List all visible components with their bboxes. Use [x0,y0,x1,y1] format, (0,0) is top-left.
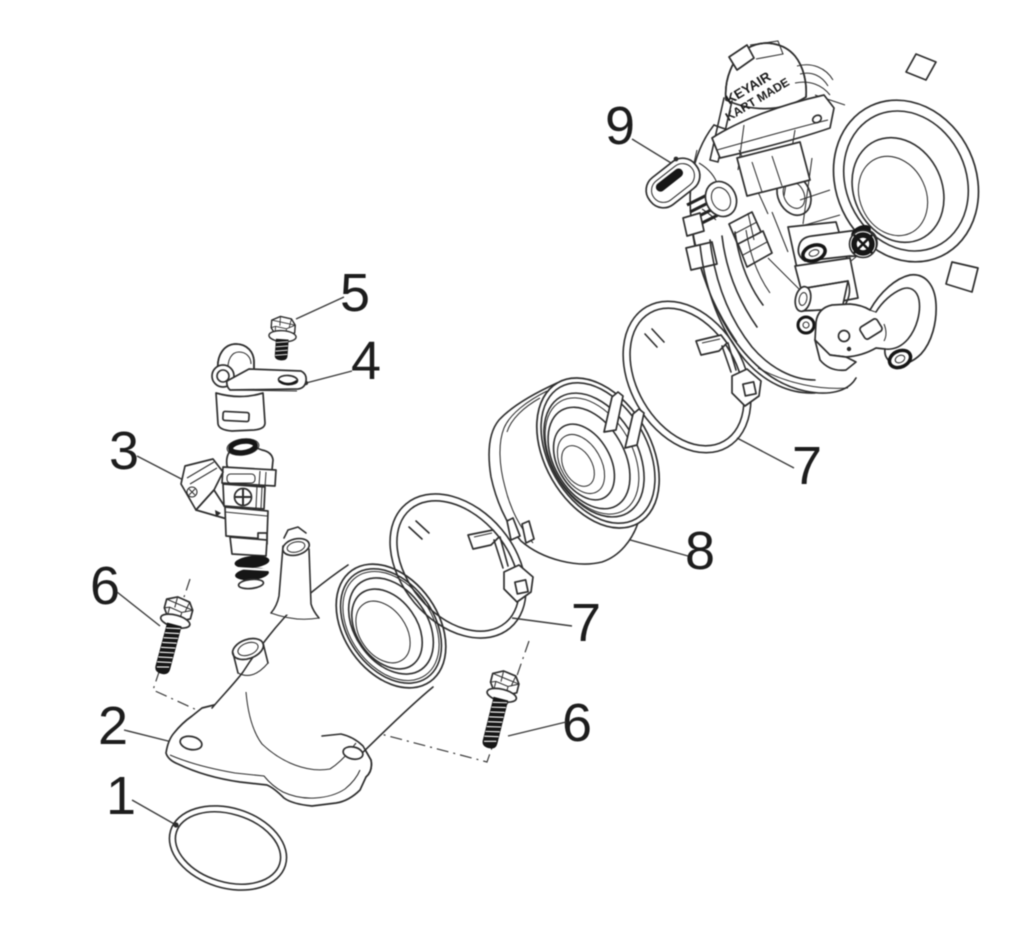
svg-text:5: 5 [340,263,370,323]
svg-text:7: 7 [571,593,601,653]
svg-text:3: 3 [109,421,139,481]
svg-text:6: 6 [90,556,120,616]
svg-text:6: 6 [562,693,592,753]
svg-text:1: 1 [106,766,136,826]
svg-text:4: 4 [351,331,381,391]
svg-text:7: 7 [792,436,822,496]
svg-text:8: 8 [685,521,715,581]
svg-text:2: 2 [98,696,128,756]
svg-text:9: 9 [605,96,635,156]
